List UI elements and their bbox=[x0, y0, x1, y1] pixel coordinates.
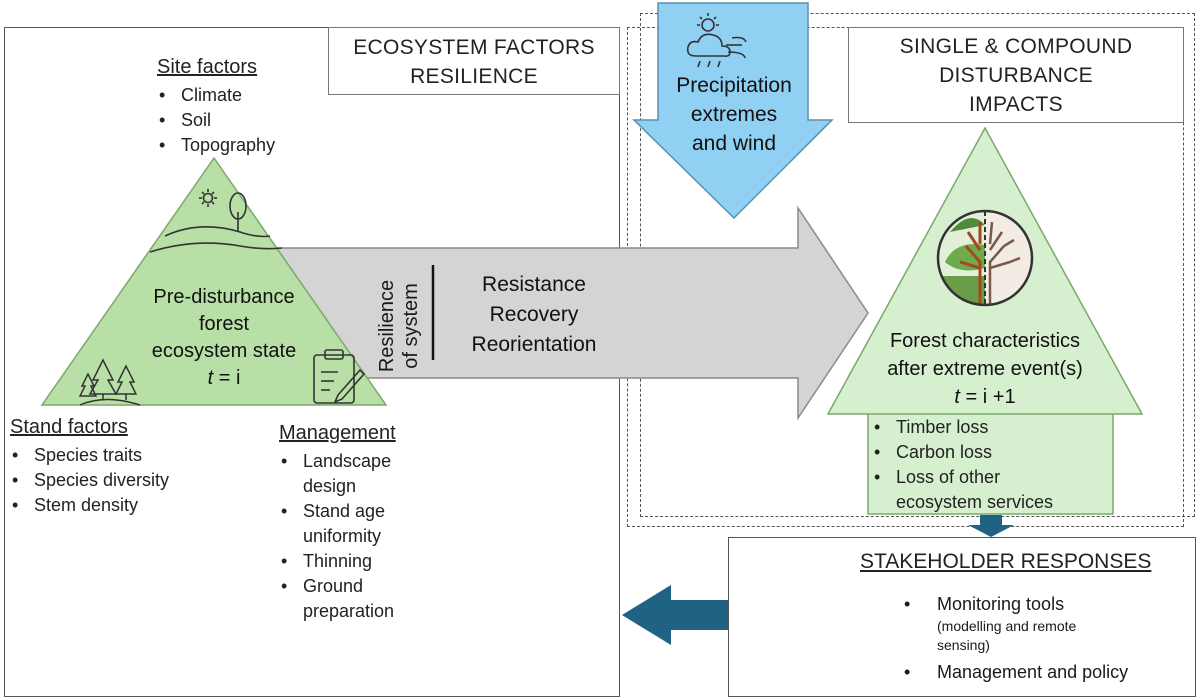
stand-factors-heading: Stand factors bbox=[10, 416, 128, 438]
landscape-icon bbox=[149, 189, 283, 253]
monitoring-sub-line-1: (modelling and remote bbox=[937, 618, 1077, 634]
list-item: Carbon loss bbox=[872, 440, 1053, 465]
losses-list: Timber loss Carbon loss Loss of other ec… bbox=[872, 415, 1053, 515]
pre-disturbance-triangle bbox=[40, 156, 388, 406]
resistance-label: Resistance bbox=[482, 273, 586, 296]
precipitation-label: Precipitation extremes and wind bbox=[658, 71, 810, 158]
ecosystem-title-line-2: RESILIENCE bbox=[410, 65, 538, 88]
pre-state-line-1: Pre-disturbance bbox=[153, 286, 295, 308]
management-policy-label: Management and policy bbox=[937, 662, 1129, 682]
reorientation-label: Reorientation bbox=[471, 333, 597, 356]
monitoring-tools-sub: (modelling and remote sensing) bbox=[937, 617, 1076, 655]
post-state-line-2: after extreme event(s) bbox=[887, 358, 1083, 380]
time-variable: t bbox=[954, 386, 960, 408]
management-heading: Management bbox=[279, 422, 396, 444]
list-item: Thinning bbox=[279, 549, 394, 574]
resilience-line-2: of system bbox=[400, 283, 422, 369]
disturbance-title-line-1: SINGLE & COMPOUND bbox=[899, 35, 1133, 58]
stakeholder-heading: STAKEHOLDER RESPONSES bbox=[860, 550, 1152, 573]
resilience-of-system-label: Resilience of system bbox=[375, 266, 425, 386]
clipboard-icon bbox=[313, 349, 366, 404]
list-item: Landscape bbox=[279, 449, 394, 474]
monitoring-tools-label: Monitoring tools bbox=[937, 594, 1065, 614]
list-item-continuation: uniformity bbox=[303, 526, 382, 546]
pre-state-line-3: ecosystem state bbox=[151, 340, 297, 362]
list-item: Stand age bbox=[279, 499, 394, 524]
list-item: Species traits bbox=[10, 443, 169, 468]
monitoring-sub-line-2: sensing) bbox=[937, 637, 990, 653]
list-item: Stem density bbox=[10, 493, 169, 518]
list-item: Species diversity bbox=[10, 468, 169, 493]
ecosystem-factors-title: ECOSYSTEM FACTORS RESILIENCE bbox=[328, 27, 620, 95]
stakeholder-responses-panel bbox=[728, 537, 1196, 697]
post-disturbance-label: Forest characteristics after extreme eve… bbox=[855, 327, 1115, 411]
disturbance-title-line-2: DISTURBANCE bbox=[939, 64, 1093, 87]
list-item: Topography bbox=[157, 133, 275, 158]
list-item: Loss of other bbox=[872, 465, 1053, 490]
post-state-line-1: Forest characteristics bbox=[889, 330, 1081, 352]
time-variable: t bbox=[207, 367, 214, 389]
weather-icon bbox=[686, 13, 747, 68]
precipitation-arrow bbox=[632, 2, 834, 220]
resilience-line-1: Resilience bbox=[376, 279, 398, 373]
list-item-continuation: ecosystem services bbox=[896, 492, 1054, 512]
site-factors-list: Climate Soil Topography bbox=[157, 83, 275, 158]
down-arrow-to-stakeholders bbox=[968, 515, 1014, 537]
list-item-continuation: design bbox=[303, 476, 357, 496]
time-value: = i +1 bbox=[959, 386, 1016, 408]
pre-state-time: t = i bbox=[124, 365, 324, 392]
tree-health-icon bbox=[936, 209, 1034, 307]
trees-icon bbox=[78, 358, 141, 406]
disturbance-impacts-title: SINGLE & COMPOUND DISTURBANCE IMPACTS bbox=[848, 27, 1184, 123]
list-item: Soil bbox=[157, 108, 275, 133]
list-item-continuation: preparation bbox=[303, 601, 395, 621]
time-value: = i bbox=[213, 367, 241, 389]
stakeholder-arrow bbox=[622, 585, 728, 645]
stakeholder-bullet-1: • bbox=[904, 594, 911, 614]
stand-factors-list: Species traits Species diversity Stem de… bbox=[10, 443, 169, 518]
precip-line-3: and wind bbox=[691, 132, 777, 155]
stakeholder-bullet-2: • bbox=[904, 662, 911, 682]
management-list: Landscape design Stand age uniformity Th… bbox=[279, 449, 394, 624]
site-factors-heading: Site factors bbox=[157, 56, 258, 78]
list-item: Ground bbox=[279, 574, 394, 599]
pre-state-line-2: forest bbox=[198, 313, 250, 335]
resilience-items: Resistance Recovery Reorientation bbox=[446, 270, 622, 360]
recovery-label: Recovery bbox=[489, 303, 579, 326]
precip-line-1: Precipitation bbox=[676, 74, 792, 97]
post-state-time: t = i +1 bbox=[855, 383, 1115, 411]
precip-line-2: extremes bbox=[690, 103, 778, 126]
pre-disturbance-label: Pre-disturbance forest ecosystem state t… bbox=[124, 284, 324, 392]
disturbance-title-line-3: IMPACTS bbox=[969, 93, 1063, 116]
list-item: Timber loss bbox=[872, 415, 1053, 440]
ecosystem-title-line-1: ECOSYSTEM FACTORS bbox=[353, 36, 595, 59]
list-item: Climate bbox=[157, 83, 275, 108]
